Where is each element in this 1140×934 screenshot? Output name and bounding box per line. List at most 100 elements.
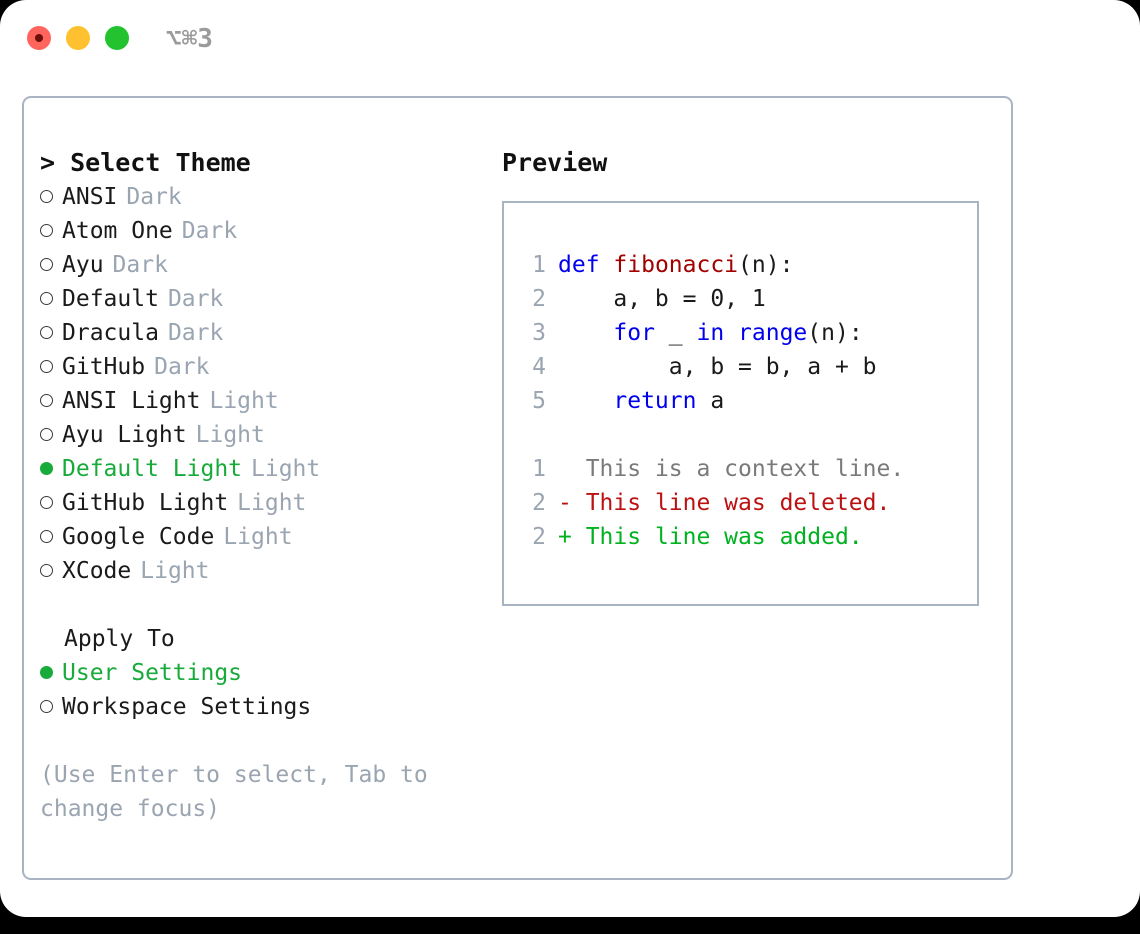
diff-line-deleted: 2- This line was deleted. xyxy=(504,486,977,520)
radio-icon[interactable] xyxy=(38,554,62,588)
diff-marker xyxy=(558,452,586,486)
theme-name: Ayu xyxy=(62,252,104,278)
close-button[interactable] xyxy=(27,26,51,50)
keyboard-shortcut-label: ⌥⌘3 xyxy=(166,24,213,54)
line-number: 4 xyxy=(532,354,546,380)
theme-category: Light xyxy=(237,490,307,516)
radio-icon[interactable] xyxy=(38,180,62,214)
radio-icon[interactable] xyxy=(38,690,62,724)
theme-category: Dark xyxy=(167,320,224,346)
theme-option-ansi-light[interactable]: ANSI Light Light xyxy=(38,384,478,418)
diff-text: This is a context line. xyxy=(585,456,905,482)
radio-icon[interactable] xyxy=(38,418,62,452)
theme-category: Light xyxy=(209,388,279,414)
code-line: 2 a, b = 0, 1 xyxy=(504,282,977,316)
radio-selected-icon[interactable] xyxy=(38,452,62,486)
theme-option-ayu-dark[interactable]: Ayu Dark xyxy=(38,248,478,282)
code-text: a xyxy=(696,388,725,414)
theme-category: Light xyxy=(223,524,293,550)
apply-to-label: Workspace Settings xyxy=(62,694,312,720)
code-line: 5 return a xyxy=(504,384,977,418)
theme-category: Light xyxy=(140,558,210,584)
radio-icon[interactable] xyxy=(38,384,62,418)
theme-option-default-dark[interactable]: Default Dark xyxy=(38,282,478,316)
theme-name: GitHub xyxy=(62,354,146,380)
code-builtin: range xyxy=(738,320,808,346)
theme-option-default-light[interactable]: Default Light Light xyxy=(38,452,478,486)
code-keyword: def xyxy=(558,252,600,278)
radio-icon[interactable] xyxy=(38,214,62,248)
radio-icon[interactable] xyxy=(38,350,62,384)
radio-icon[interactable] xyxy=(38,520,62,554)
theme-option-ansi-dark[interactable]: ANSI Dark xyxy=(38,180,478,214)
diff-text: This line was deleted. xyxy=(585,490,891,516)
theme-option-dracula-dark[interactable]: Dracula Dark xyxy=(38,316,478,350)
line-number: 1 xyxy=(532,252,546,278)
apply-to-workspace-settings[interactable]: Workspace Settings xyxy=(38,690,478,724)
radio-icon[interactable] xyxy=(38,486,62,520)
theme-name: Default Light xyxy=(62,456,243,482)
theme-list-column: > Select Theme ANSI Dark Atom One Dark A… xyxy=(38,146,478,826)
apply-to-label: User Settings xyxy=(62,660,243,686)
theme-category: Dark xyxy=(112,252,168,278)
code-function-name: fibonacci xyxy=(613,252,739,278)
theme-name: Atom One xyxy=(62,218,173,244)
code-keyword: in xyxy=(696,320,725,346)
theme-category: Light xyxy=(251,456,321,482)
code-keyword: return xyxy=(613,388,697,414)
apply-to-title: Apply To xyxy=(64,626,175,652)
zoom-button[interactable] xyxy=(105,26,129,50)
theme-category: Dark xyxy=(167,286,224,312)
theme-category: Light xyxy=(195,422,265,448)
radio-icon[interactable] xyxy=(38,282,62,316)
radio-selected-icon[interactable] xyxy=(38,656,62,690)
preview-title: Preview xyxy=(502,148,608,177)
theme-name: Default xyxy=(62,286,159,312)
theme-name: Google Code xyxy=(62,524,215,550)
line-number: 5 xyxy=(532,388,546,414)
radio-icon[interactable] xyxy=(38,316,62,350)
code-text: (n): xyxy=(807,320,863,346)
line-number: 2 xyxy=(532,524,546,550)
window-controls xyxy=(27,26,129,50)
theme-list-header: > Select Theme xyxy=(40,148,251,177)
theme-category: Dark xyxy=(181,218,238,244)
diff-marker: + xyxy=(558,524,586,550)
theme-name: GitHub Light xyxy=(62,490,229,516)
spacer xyxy=(38,588,478,622)
code-text: a, b = b, a + b xyxy=(558,354,877,380)
theme-option-atom-one-dark[interactable]: Atom One Dark xyxy=(38,214,478,248)
title-bar: ⌥⌘3 xyxy=(0,0,1140,78)
radio-icon[interactable] xyxy=(38,248,62,282)
code-text: (n): xyxy=(738,252,794,278)
apply-to-user-settings[interactable]: User Settings xyxy=(38,656,478,690)
theme-option-xcode[interactable]: XCode Light xyxy=(38,554,478,588)
line-number: 1 xyxy=(532,456,546,482)
line-number: 2 xyxy=(532,286,546,312)
code-text: a, b = 0, 1 xyxy=(558,286,766,312)
theme-option-github-dark[interactable]: GitHub Dark xyxy=(38,350,478,384)
theme-category: Dark xyxy=(126,184,182,210)
theme-option-google-code[interactable]: Google Code Light xyxy=(38,520,478,554)
theme-name: ANSI xyxy=(62,184,118,210)
code-line: 1 def fibonacci(n): xyxy=(504,248,977,282)
theme-name: ANSI Light xyxy=(62,388,201,414)
theme-name: XCode xyxy=(62,558,132,584)
keyboard-hint-text: (Use Enter to select, Tab to change focu… xyxy=(40,762,428,822)
diff-marker: - xyxy=(558,490,586,516)
code-keyword: for xyxy=(613,320,655,346)
theme-picker-panel: > Select Theme ANSI Dark Atom One Dark A… xyxy=(22,96,1013,880)
diff-line-context: 1 This is a context line. xyxy=(504,452,977,486)
theme-option-github-light[interactable]: GitHub Light Light xyxy=(38,486,478,520)
line-number: 2 xyxy=(532,490,546,516)
theme-name: Ayu Light xyxy=(62,422,187,448)
diff-text: This line was added. xyxy=(585,524,863,550)
theme-category: Dark xyxy=(154,354,210,380)
code-line: 3 for _ in range(n): xyxy=(504,316,977,350)
minimize-button[interactable] xyxy=(66,26,90,50)
theme-option-ayu-light[interactable]: Ayu Light Light xyxy=(38,418,478,452)
code-line: 4 a, b = b, a + b xyxy=(504,350,977,384)
